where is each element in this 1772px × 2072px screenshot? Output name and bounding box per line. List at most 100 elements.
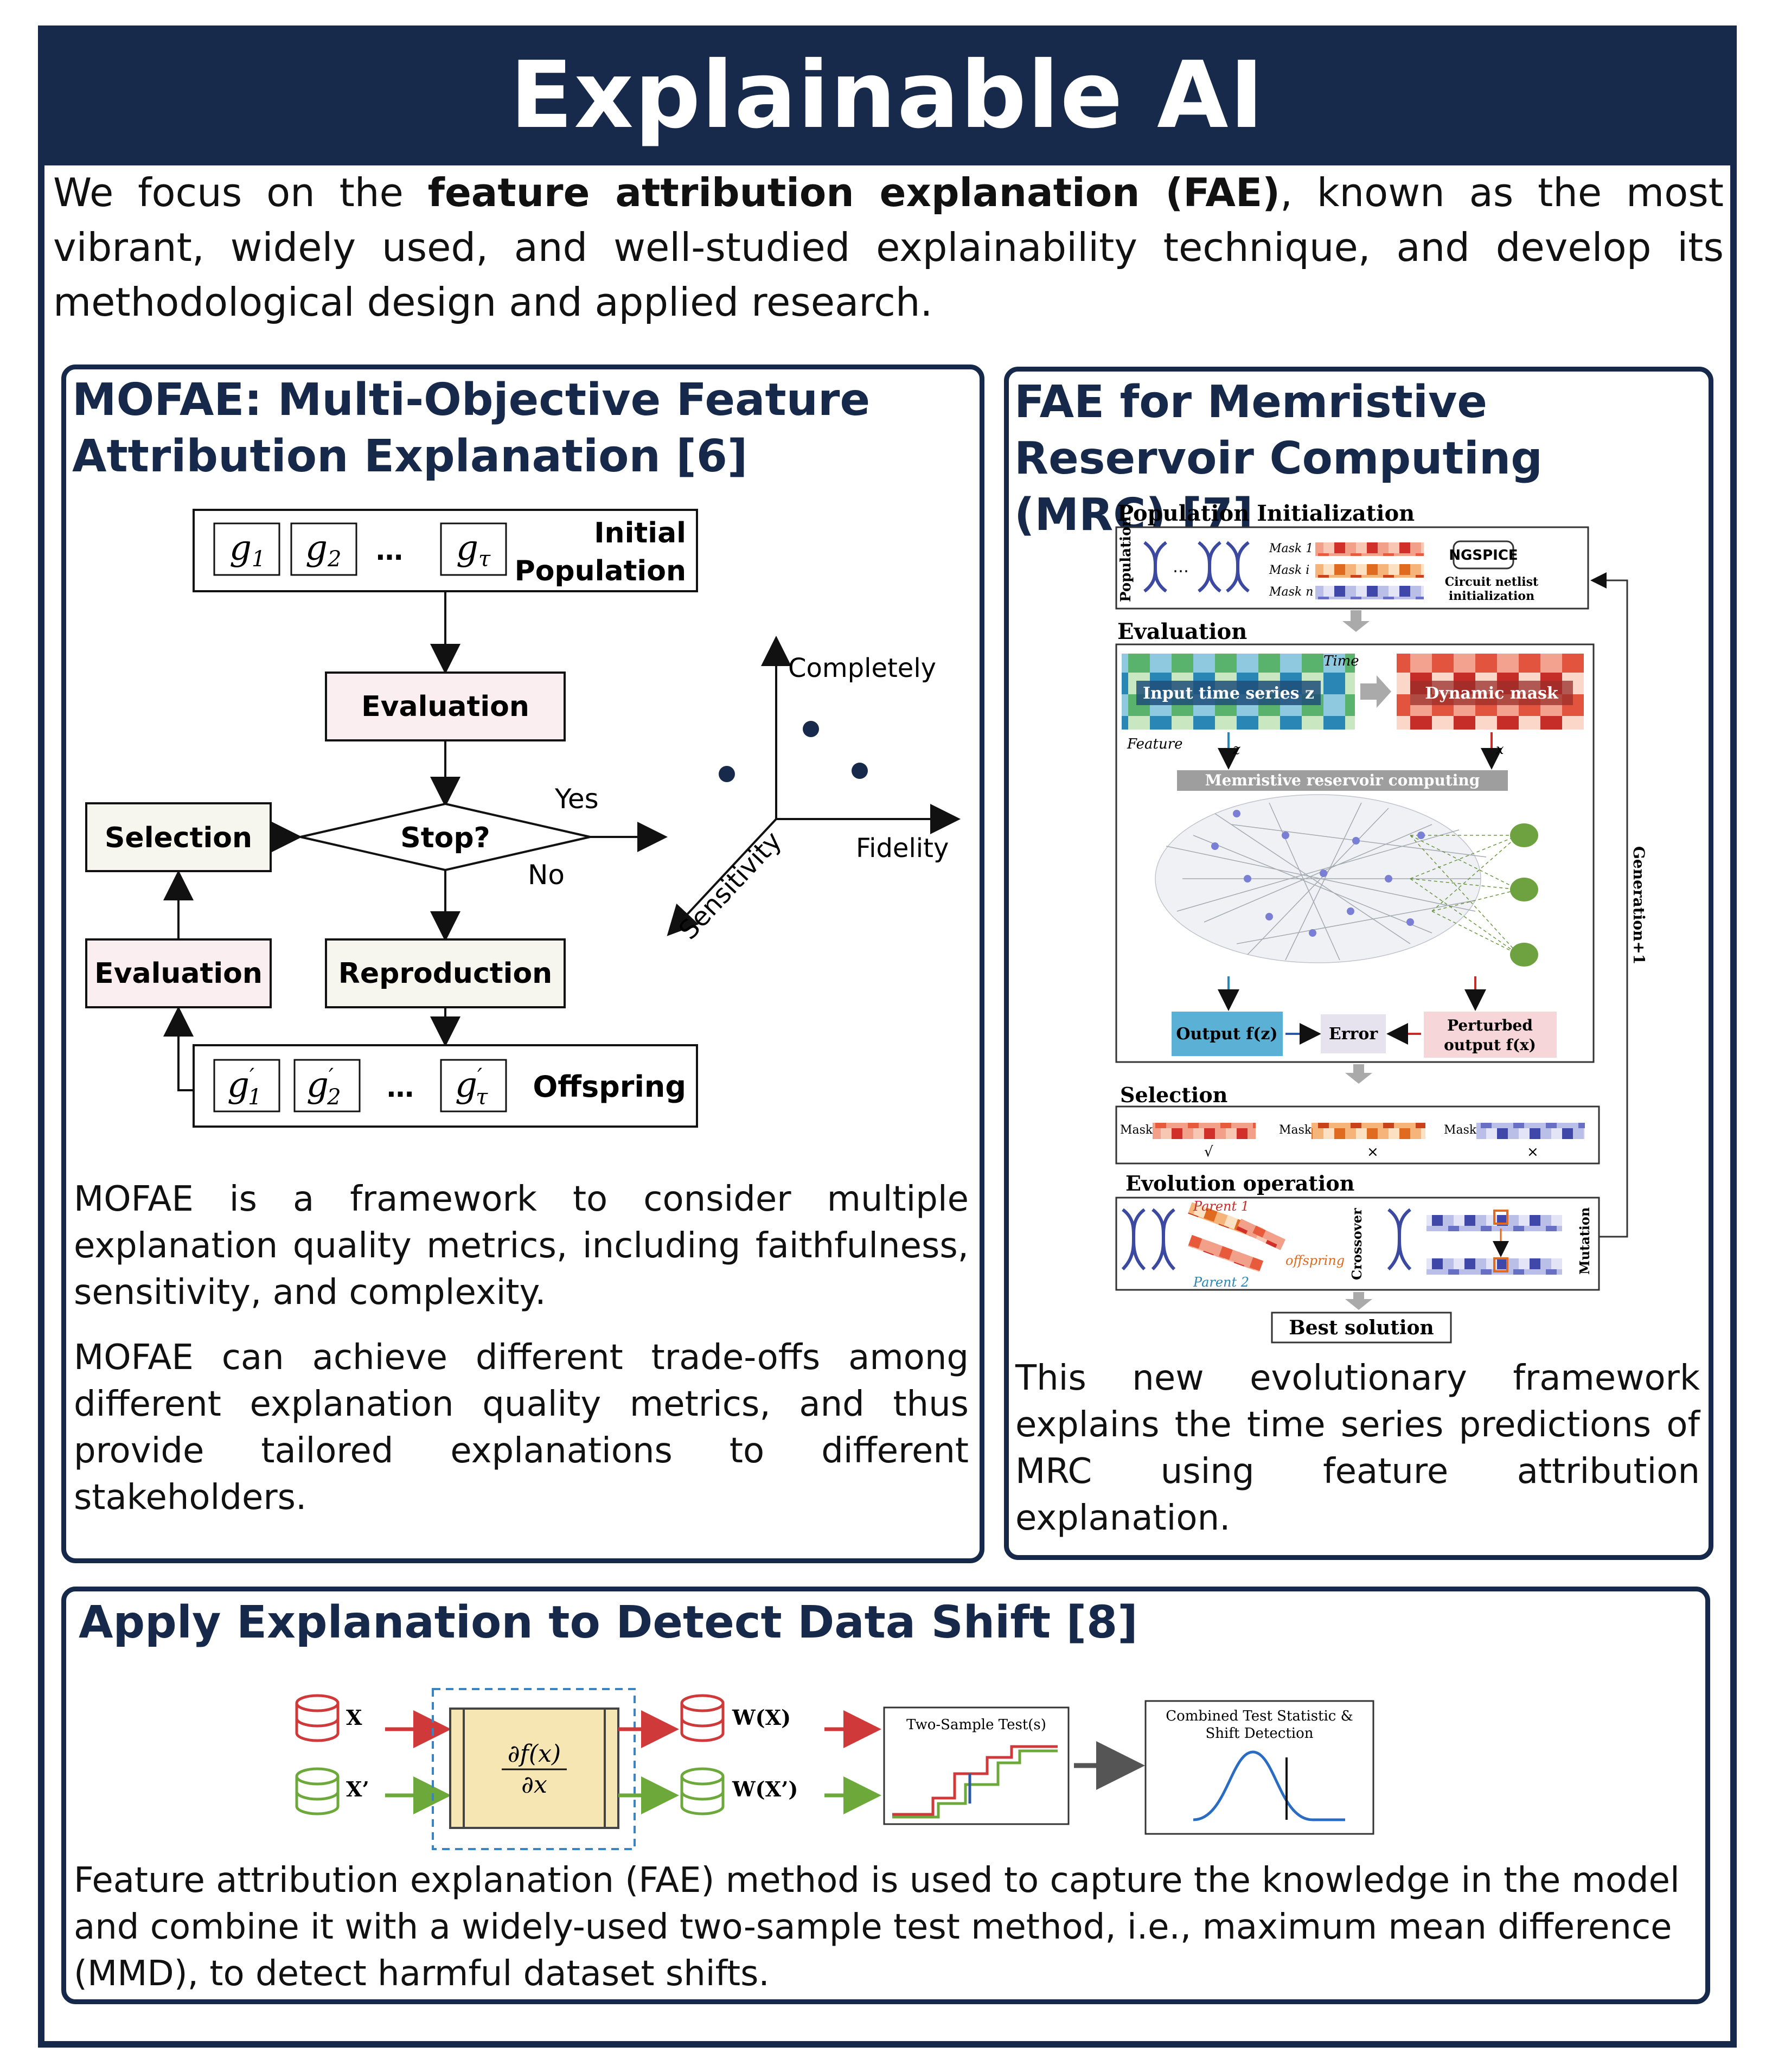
- parent-2-label: Parent 2: [1193, 1275, 1249, 1290]
- crossover-label: Crossover: [1349, 1208, 1365, 1280]
- dna-icons: [1143, 541, 1250, 593]
- offspring-gene-tau: g: [455, 1065, 477, 1105]
- gene-tau: g: [456, 528, 478, 568]
- output-label: Output f(z): [1176, 1025, 1277, 1044]
- attribution-box: [449, 1708, 619, 1829]
- intro-paragraph: We focus on the feature attribution expl…: [53, 165, 1724, 330]
- selection-label: Selection: [105, 822, 252, 854]
- reproduction-label: Reproduction: [338, 957, 552, 990]
- output-box: [1172, 1012, 1283, 1056]
- generation-label: Generation+1: [1630, 846, 1648, 964]
- offspring-gene-2-sub: 2: [327, 1085, 341, 1110]
- offspring-gene-2: g: [306, 1065, 329, 1105]
- axis-fidelity: Fidelity: [856, 833, 949, 864]
- mofae-paragraph-1: MOFAE is a framework to consider multipl…: [74, 1179, 969, 1313]
- population-label: Population: [1118, 516, 1134, 602]
- intro-text-bold: feature attribution explanation (FAE): [427, 170, 1281, 215]
- mask-n-label: Mask n: [1269, 585, 1313, 599]
- circuit-label-1: Circuit netlist: [1445, 575, 1539, 589]
- reservoir-network: [1155, 794, 1519, 963]
- reproduction-box: [325, 938, 566, 1008]
- x-label: X: [346, 1705, 362, 1730]
- solution-point: [803, 721, 819, 737]
- page-title: Explainable AI: [510, 42, 1265, 149]
- gene-2-sub: 2: [327, 547, 341, 572]
- svg-text:g′2: g′2: [306, 1064, 341, 1110]
- offspring-ellipsis: …: [387, 1072, 414, 1103]
- svg-text:g′1: g′1: [227, 1064, 262, 1110]
- initial-genes: g1 g2 … gτ: [213, 522, 507, 576]
- offspring-gene-1-sub: 1: [248, 1085, 261, 1110]
- output-node: [1510, 878, 1538, 901]
- derivative-denominator: ∂x: [521, 1771, 547, 1799]
- evaluation-label: Evaluation: [1117, 619, 1247, 644]
- no-label: No: [528, 859, 565, 891]
- gene-1-sub: 1: [252, 547, 265, 572]
- mofae-text: MOFAE is a framework to consider multipl…: [74, 1176, 969, 1521]
- error-box: [1321, 1014, 1386, 1053]
- time-label: Time: [1323, 653, 1359, 669]
- gene-ellipsis: …: [376, 535, 403, 566]
- output-node: [1510, 943, 1538, 967]
- svg-text:g2: g2: [305, 528, 341, 572]
- offspring-label: offspring: [1285, 1253, 1345, 1268]
- population-label: Population: [515, 555, 686, 587]
- ngspice-logo: [1453, 540, 1514, 570]
- mofae-paragraph-2: MOFAE can achieve different trade-offs a…: [74, 1338, 969, 1518]
- two-sample-test-box: [883, 1706, 1070, 1825]
- solution-point: [719, 766, 735, 782]
- title-banner: Explainable AI: [38, 25, 1737, 165]
- sel-cross-2: ×: [1527, 1144, 1539, 1160]
- database-icon-wx: [680, 1694, 725, 1742]
- svg-text:g′τ: g′τ: [455, 1064, 488, 1110]
- sel-check: √: [1204, 1144, 1213, 1160]
- offspring-gene-tau-sub: τ: [476, 1085, 488, 1110]
- sel-mask-2: Mask: [1279, 1123, 1312, 1137]
- evaluation-left-label: Evaluation: [94, 957, 263, 990]
- wxp-label: W(X’): [732, 1777, 798, 1801]
- best-solution-box: [1271, 1312, 1452, 1344]
- ngspice-text: NGSPICE: [1449, 547, 1518, 564]
- shift-diagram: X X’ ∂f(x) ∂x W(X) W(X’) Two-Sample Test…: [295, 1688, 1374, 1850]
- mask-1-label: Mask 1: [1269, 542, 1313, 555]
- best-solution-label: Best solution: [1289, 1316, 1434, 1339]
- selection-label: Selection: [1120, 1083, 1227, 1107]
- x-label: x: [1496, 741, 1504, 758]
- svg-text:gτ: gτ: [456, 528, 491, 572]
- offspring-label: Offspring: [533, 1070, 686, 1104]
- database-icon-wxp: [680, 1767, 725, 1815]
- mofae-title: MOFAE: Multi-Objective Feature Attributi…: [72, 374, 871, 482]
- axis-sensitivity: Sensitivity: [673, 826, 788, 945]
- evaluation-box-top: [325, 672, 566, 741]
- shift-paragraph: Feature attribution explanation (FAE) me…: [74, 1860, 1680, 1994]
- dots: …: [1173, 558, 1189, 577]
- xp-label: X’: [346, 1777, 369, 1801]
- intro-text-post: , known as the most vibrant, widely used…: [53, 170, 1724, 325]
- svg-text:g1: g1: [229, 528, 265, 572]
- dynamic-mask-label: Dynamic mask: [1425, 684, 1559, 703]
- mrc-title: FAE for Memristive Reservoir Computing (…: [1014, 376, 1543, 541]
- wx-label: W(X): [732, 1705, 791, 1730]
- offspring-gene-1: g: [227, 1065, 250, 1105]
- perturbed-label-1: Perturbed: [1447, 1016, 1533, 1034]
- gene-tau-sub: τ: [478, 547, 491, 572]
- mrc-figure: Population Initialization Population … M…: [1115, 501, 1648, 1344]
- evaluation-box-left: [85, 938, 272, 1008]
- database-icon-x: [295, 1694, 340, 1742]
- evaluation-top-label: Evaluation: [361, 690, 529, 723]
- pop-init-label: Population Initialization: [1117, 501, 1415, 526]
- solution-point: [852, 763, 868, 779]
- mrc-paragraph: This new evolutionary framework explains…: [1015, 1358, 1700, 1538]
- sel-mask-1: Mask: [1120, 1123, 1153, 1137]
- perturbed-box: [1424, 1012, 1557, 1058]
- axis-completely: Completely: [788, 653, 936, 683]
- evolution-label: Evolution operation: [1125, 1171, 1354, 1195]
- feature-label: Feature: [1127, 736, 1183, 752]
- attribution-dashed-box: [432, 1688, 636, 1850]
- objective-space-axes: Completely Fidelity Sensitivity: [667, 636, 961, 945]
- mofae-flowchart: g1 g2 … gτ Initial Population Evaluation…: [85, 509, 961, 1128]
- parent-1-label: Parent 1: [1193, 1199, 1249, 1214]
- shift-title: Apply Explanation to Detect Data Shift […: [79, 1597, 1138, 1648]
- error-label: Error: [1329, 1025, 1378, 1044]
- mutation-label: Mutation: [1577, 1207, 1592, 1275]
